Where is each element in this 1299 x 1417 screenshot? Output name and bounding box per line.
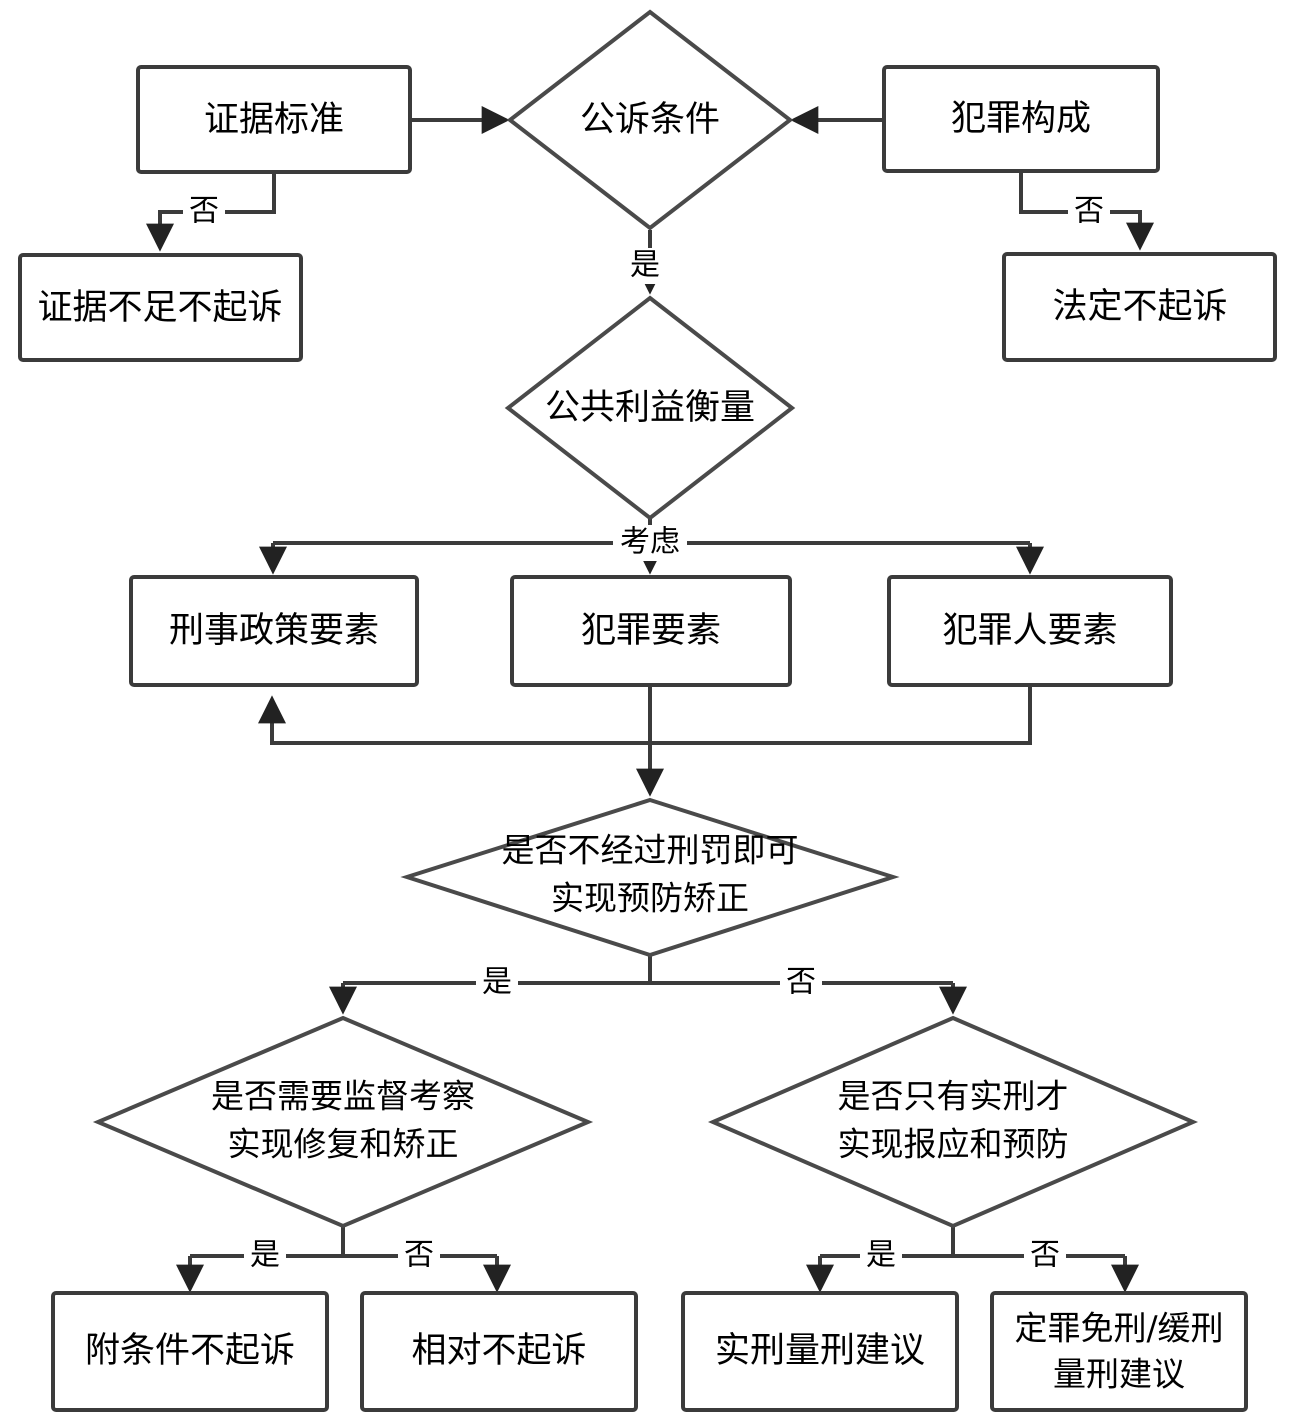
node-public-interest-label: 公共利益衡量: [545, 388, 755, 428]
node-exemption-recommendation-line2: 量刑建议: [1053, 1355, 1185, 1394]
node-real-sentence-recommendation-label: 实刑量刑建议: [715, 1331, 925, 1371]
node-supervision-decision-line1: 是否需要监督考察: [211, 1077, 475, 1116]
node-insufficient-evidence-label: 证据不足不起诉: [37, 288, 282, 328]
node-conditional-non-prosecution-label: 附条件不起诉: [85, 1331, 295, 1371]
node-relative-non-prosecution[interactable]: 相对不起诉: [360, 1291, 638, 1412]
node-statutory-non-prosecution[interactable]: 法定不起诉: [1002, 252, 1277, 362]
edge-label-supervision-no: 否: [398, 1238, 440, 1274]
node-no-punishment-decision-line2: 实现预防矫正: [551, 879, 749, 918]
node-supervision-decision-line2: 实现修复和矫正: [228, 1125, 459, 1164]
svg-text:否: 否: [786, 965, 816, 1000]
node-offender-factor-label: 犯罪人要素: [942, 611, 1117, 651]
node-public-interest[interactable]: 公共利益衡量: [504, 295, 796, 521]
node-offender-factor[interactable]: 犯罪人要素: [887, 575, 1173, 687]
edge-label-evidence-no: 否: [183, 194, 225, 230]
edge-label-real-sentence-yes: 是: [860, 1238, 902, 1274]
svg-text:否: 否: [189, 194, 219, 229]
svg-text:是: 是: [866, 1238, 896, 1273]
edge-label-no-punishment-yes: 是: [476, 965, 518, 1001]
node-exemption-recommendation[interactable]: 定罪免刑/缓刑 量刑建议: [990, 1291, 1248, 1412]
node-statutory-non-prosecution-label: 法定不起诉: [1052, 287, 1227, 327]
edge-label-crime-no: 否: [1068, 194, 1110, 230]
edge-label-consider: 考虑: [613, 525, 687, 561]
node-conditional-non-prosecution[interactable]: 附条件不起诉: [51, 1291, 329, 1412]
svg-text:是: 是: [250, 1238, 280, 1273]
node-crime-constitution[interactable]: 犯罪构成: [882, 65, 1160, 173]
node-prosecution-conditions-label: 公诉条件: [580, 100, 720, 140]
node-crime-factor-label: 犯罪要素: [581, 611, 721, 651]
edge-label-real-sentence-no: 否: [1024, 1238, 1066, 1274]
svg-text:否: 否: [1074, 194, 1104, 229]
node-insufficient-evidence[interactable]: 证据不足不起诉: [18, 253, 303, 362]
node-prosecution-conditions[interactable]: 公诉条件: [506, 9, 794, 231]
node-exemption-recommendation-line1: 定罪免刑/缓刑: [1014, 1309, 1223, 1348]
edge-label-no-punishment-no: 否: [780, 965, 822, 1001]
node-supervision-decision[interactable]: 是否需要监督考察 实现修复和矫正: [92, 1015, 594, 1229]
node-evidence-standard[interactable]: 证据标准: [136, 65, 412, 174]
node-crime-constitution-label: 犯罪构成: [951, 99, 1091, 139]
svg-text:否: 否: [1030, 1238, 1060, 1273]
node-criminal-policy-factor[interactable]: 刑事政策要素: [129, 575, 419, 687]
edge-label-supervision-yes: 是: [244, 1238, 286, 1274]
node-no-punishment-decision[interactable]: 是否不经过刑罚即可 实现预防矫正: [400, 797, 900, 958]
node-relative-non-prosecution-label: 相对不起诉: [411, 1331, 586, 1371]
node-evidence-standard-label: 证据标准: [204, 100, 344, 140]
svg-text:是: 是: [482, 965, 512, 1000]
node-real-sentence-decision-line2: 实现报应和预防: [838, 1125, 1069, 1164]
svg-text:否: 否: [404, 1238, 434, 1273]
node-no-punishment-decision-line1: 是否不经过刑罚即可: [502, 831, 799, 870]
svg-text:是: 是: [630, 248, 660, 283]
node-crime-factor[interactable]: 犯罪要素: [510, 575, 792, 687]
node-real-sentence-recommendation[interactable]: 实刑量刑建议: [681, 1291, 959, 1412]
node-criminal-policy-factor-label: 刑事政策要素: [169, 611, 379, 651]
edge-label-prosecution-yes: 是: [624, 248, 666, 284]
node-real-sentence-decision[interactable]: 是否只有实刑才 实现报应和预防: [707, 1015, 1199, 1229]
node-real-sentence-decision-line1: 是否只有实刑才: [838, 1077, 1069, 1116]
svg-text:考虑: 考虑: [620, 525, 680, 560]
